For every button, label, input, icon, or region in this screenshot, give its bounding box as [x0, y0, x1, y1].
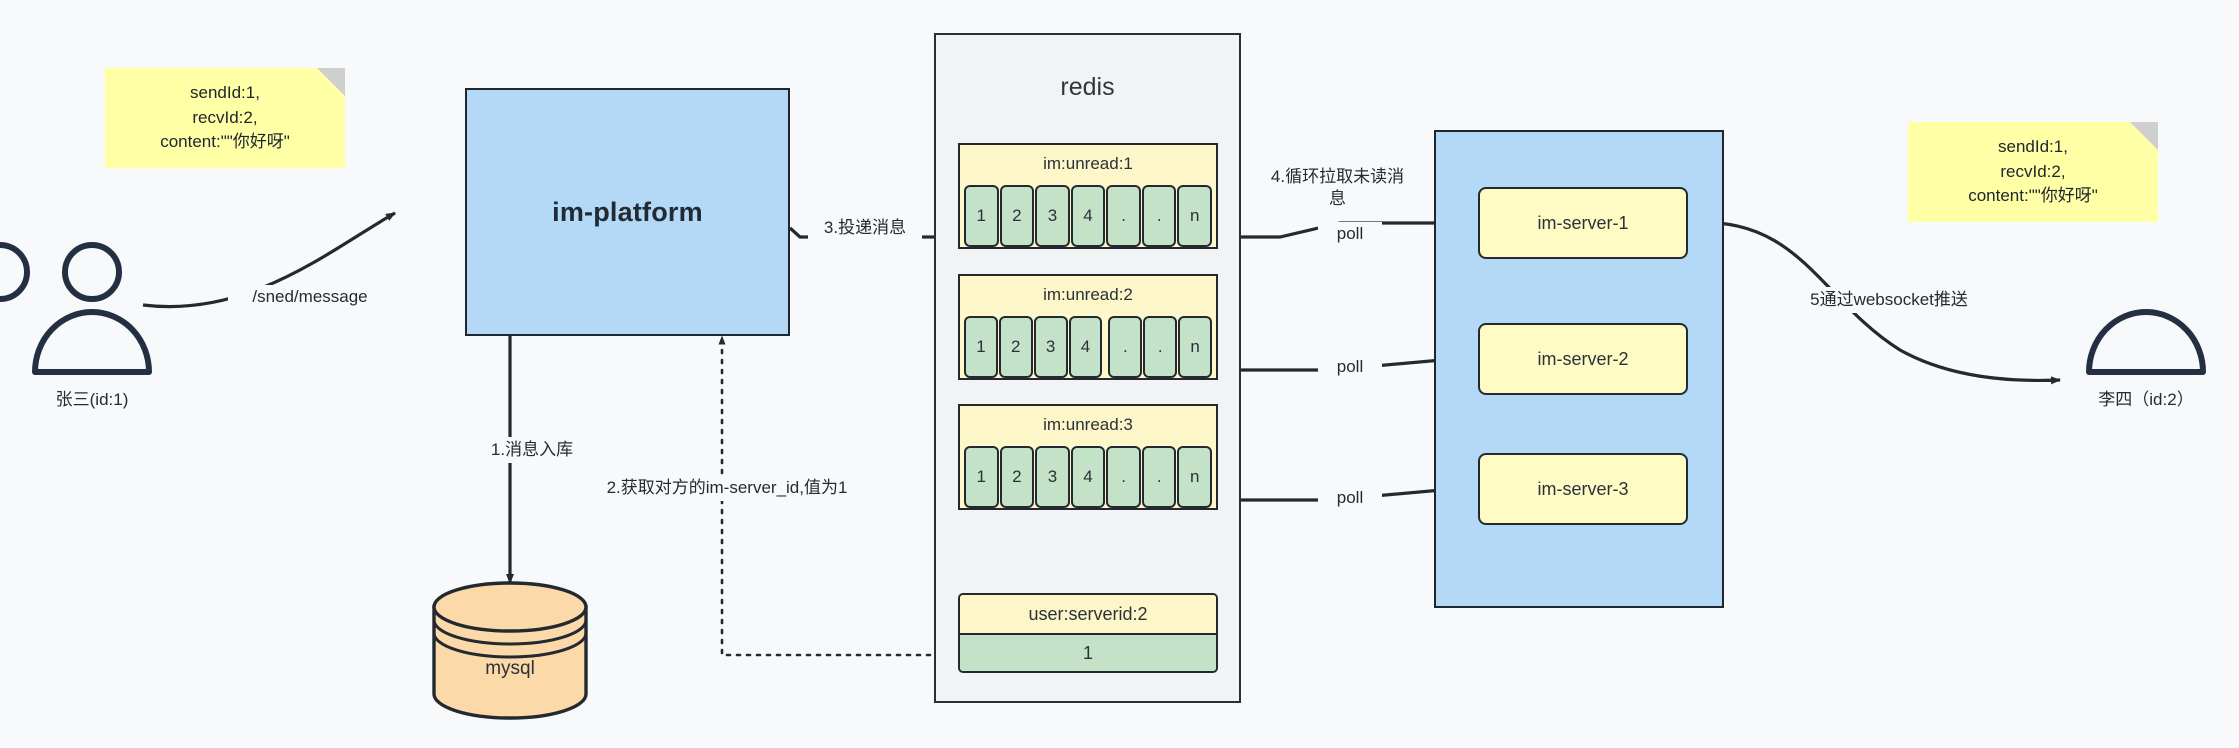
- redis-cell[interactable]: 3: [1033, 316, 1068, 378]
- redis-cell[interactable]: 3: [1035, 446, 1070, 508]
- redis-list-0-cells: 1 2 3 4 . . n: [964, 185, 1213, 247]
- sender-actor-icon: [32, 242, 152, 375]
- redis-list-2-key: im:unread:3: [960, 406, 1216, 444]
- edge-sender-to-platform: [142, 211, 396, 309]
- redis-cell[interactable]: 2: [998, 316, 1033, 378]
- note-left-line3: content:""你好呀": [160, 132, 290, 152]
- mysql-label: mysql: [485, 658, 535, 679]
- redis-list-2-cells: 1 2 3 4 . . n: [964, 446, 1213, 508]
- redis-list-1[interactable]: im:unread:2 1 2 3 4 . . n: [958, 274, 1218, 380]
- edge-label-step5: 5通过websocket推送: [1782, 287, 1996, 313]
- redis-list-1-key: im:unread:2: [960, 276, 1216, 314]
- edge-label-step1: 1.消息入库: [455, 437, 609, 463]
- redis-cell[interactable]: .: [1108, 316, 1143, 378]
- note-left-line1: sendId:1,: [190, 83, 260, 103]
- sticky-note-right: sendId:1, recvId:2, content:""你好呀": [1908, 122, 2158, 222]
- edge-label-poll-1: poll: [1318, 222, 1382, 246]
- sticky-note-left: sendId:1, recvId:2, content:""你好呀": [105, 68, 345, 168]
- edge-label-step2: 2.获取对方的im-server_id,值为1: [570, 475, 884, 501]
- redis-list-2[interactable]: im:unread:3 1 2 3 4 . . n: [958, 404, 1218, 510]
- edge-label-send-message: /sned/message: [228, 285, 392, 309]
- redis-cell[interactable]: 2: [999, 446, 1035, 508]
- redis-kv-value: 1: [960, 633, 1216, 671]
- note-right-line2: recvId:2,: [2000, 161, 2066, 181]
- im-server-1-box[interactable]: im-server-1: [1478, 187, 1688, 259]
- note-left-line2: recvId:2,: [192, 107, 258, 127]
- redis-cell[interactable]: 1: [964, 446, 999, 508]
- redis-cell[interactable]: .: [1141, 185, 1177, 247]
- redis-cell[interactable]: .: [1141, 446, 1177, 508]
- redis-cell[interactable]: 3: [1035, 185, 1070, 247]
- redis-cell[interactable]: .: [1106, 446, 1141, 508]
- edge-label-poll-2: poll: [1318, 355, 1382, 379]
- redis-kv-user-serverid[interactable]: user:serverid:2 1: [958, 593, 1218, 673]
- im-platform-box[interactable]: im-platform: [465, 88, 790, 336]
- redis-cell[interactable]: 4: [1070, 185, 1106, 247]
- edge-redis-kv-to-platform: [718, 334, 962, 657]
- sticky-note-right-text: sendId:1, recvId:2, content:""你好呀": [1908, 122, 2158, 222]
- redis-cell[interactable]: n: [1177, 185, 1213, 247]
- sticky-note-left-text: sendId:1, recvId:2, content:""你好呀": [105, 68, 345, 168]
- redis-cell[interactable]: 4: [1070, 446, 1106, 508]
- note-right-line3: content:""你好呀": [1968, 186, 2098, 206]
- edge-label-poll-3: poll: [1318, 486, 1382, 510]
- redis-list-0[interactable]: im:unread:1 1 2 3 4 . . n: [958, 143, 1218, 249]
- redis-cell[interactable]: 2: [999, 185, 1035, 247]
- redis-cell[interactable]: 1: [964, 316, 998, 378]
- im-platform-label: im-platform: [552, 196, 703, 227]
- receiver-label: 李四（id:2）: [2098, 390, 2194, 409]
- redis-cell[interactable]: .: [1143, 316, 1178, 378]
- sender-label: 张三(id:1): [55, 390, 129, 409]
- redis-cell[interactable]: 1: [964, 185, 999, 247]
- receiver-actor-icon: [0, 242, 2206, 375]
- redis-cell[interactable]: n: [1177, 446, 1213, 508]
- redis-kv-key: user:serverid:2: [960, 595, 1216, 633]
- im-server-2-box[interactable]: im-server-2: [1478, 323, 1688, 395]
- redis-list-1-cells: 1 2 3 4 . . n: [964, 316, 1213, 378]
- mysql-database-icon: [432, 581, 588, 720]
- redis-list-0-key: im:unread:1: [960, 145, 1216, 183]
- redis-cell[interactable]: .: [1106, 185, 1141, 247]
- redis-cell[interactable]: n: [1178, 316, 1213, 378]
- redis-cell[interactable]: 4: [1068, 316, 1103, 378]
- edge-label-step4: 4.循环拉取未读消 息: [1253, 160, 1422, 216]
- redis-title: redis: [1060, 72, 1115, 101]
- edge-redis1-to-server1: [1220, 219, 1465, 239]
- edge-server1-to-receiver: [1689, 220, 2061, 385]
- im-server-3-box[interactable]: im-server-3: [1478, 453, 1688, 525]
- note-right-line1: sendId:1,: [1998, 137, 2068, 157]
- edge-label-step3: 3.投递消息: [808, 215, 922, 241]
